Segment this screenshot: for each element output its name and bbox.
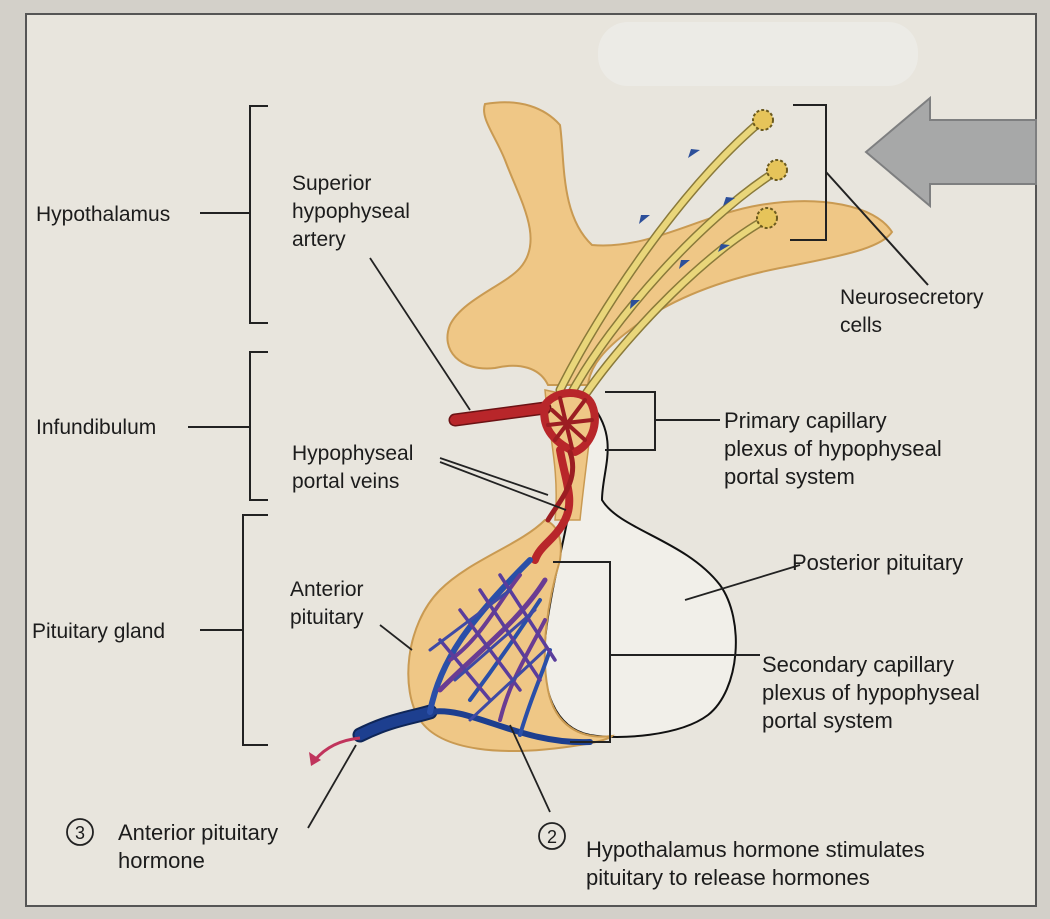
blur-patch <box>598 22 918 86</box>
label-posterior-pituitary: Posterior pituitary <box>792 550 963 575</box>
label-portal-veins: Hypophyseal portal veins <box>292 442 419 493</box>
label-primary-plexus: Primary capillary plexus of hypophyseal … <box>724 408 948 489</box>
label-secondary-plexus: Secondary capillary plexus of hypophysea… <box>762 652 986 733</box>
label-infundibulum: Infundibulum <box>36 416 156 439</box>
label-superior-artery: Superior hypophyseal artery <box>292 172 416 251</box>
hormone-arrowhead-icon <box>309 752 321 766</box>
hypothalamus-tissue <box>446 101 894 386</box>
hormone-exit-arrow <box>313 736 361 761</box>
posterior-pituitary-lobe <box>543 403 737 738</box>
process-arrow-icon <box>864 95 1037 209</box>
label-step2: Hypothalamus hormone stimulates pituitar… <box>586 837 931 890</box>
step3-number: 3 <box>75 823 85 843</box>
label-anterior-pituitary: Anterior pituitary <box>290 578 369 629</box>
secondary-capillary-plexus <box>352 557 593 746</box>
label-neurosecretory-cells: Neurosecretory cells <box>840 286 989 337</box>
primary-capillary-plexus <box>448 389 599 564</box>
label-hypothalamus: Hypothalamus <box>36 203 170 226</box>
label-pituitary-gland: Pituitary gland <box>32 620 165 643</box>
step3-circle-icon <box>66 818 94 846</box>
region-brackets <box>188 104 929 746</box>
flow-arrows <box>630 149 735 309</box>
step2-number: 2 <box>547 827 557 847</box>
neuron-cell-bodies <box>752 109 788 229</box>
leader-lines <box>307 257 801 829</box>
step2-circle-icon <box>538 822 566 850</box>
label-step3: Anterior pituitary hormone <box>118 820 284 873</box>
neurosecretory-axons <box>555 117 780 400</box>
